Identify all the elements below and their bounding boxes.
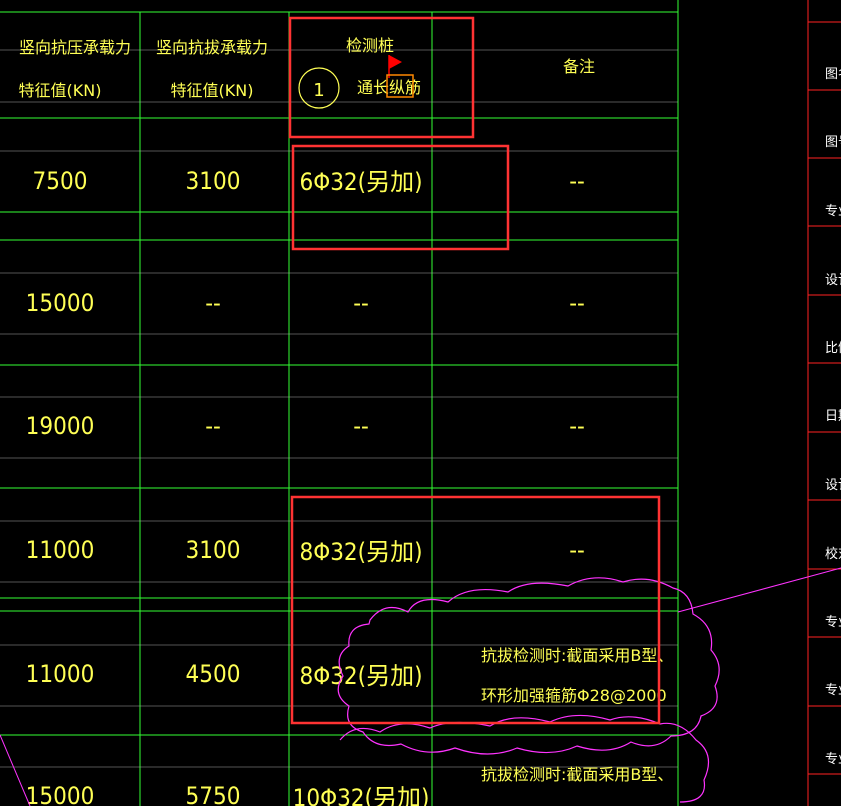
title-block-label: 比例 [825, 341, 841, 356]
table-row: 15000 5750 10Φ32(另加) [26, 782, 430, 806]
table-inner-lines [0, 49, 678, 768]
cloud-notes: 抗拔检测时:截面采用B型、 环形加强箍筋Φ28@2000 抗拔检测时:截面采用B… [481, 646, 673, 784]
header-col1-line2: 特征值(KN) [19, 81, 102, 100]
title-block-label: 专业 [825, 615, 841, 630]
header-col2-line2: 特征值(KN) [171, 81, 254, 100]
markup-rect-rows4-5 [290, 495, 661, 725]
table-grid [0, 0, 679, 806]
title-block-label: 专业 [825, 683, 841, 698]
cell-rebar: -- [353, 289, 369, 317]
cell-compress: 11000 [26, 536, 95, 564]
markup-rect-row1 [291, 144, 510, 251]
flag-marker-icon[interactable] [386, 55, 414, 98]
cell-remark: -- [569, 536, 585, 564]
header-remark: 备注 [563, 57, 595, 76]
title-block-label: 日期 [825, 409, 841, 424]
title-block-label: 校对 [825, 546, 841, 562]
table-header: 竖向抗压承载力 特征值(KN) 竖向抗拔承载力 特征值(KN) 检测桩 1 通长… [19, 36, 595, 109]
cell-rebar: 10Φ32(另加) [293, 784, 430, 806]
table-rows: 7500 3100 6Φ32(另加) -- 15000 -- -- -- 190… [26, 167, 585, 806]
cell-compress: 15000 [26, 782, 95, 806]
cell-rebar: 8Φ32(另加) [299, 662, 422, 690]
cell-uplift: 3100 [186, 167, 241, 195]
cell-rebar: 8Φ32(另加) [299, 538, 422, 566]
header-col3-line2: 通长纵筋 [357, 78, 421, 97]
cell-compress: 19000 [26, 412, 95, 440]
cloud-note-line: 环形加强箍筋Φ28@2000 [481, 686, 667, 705]
title-block [807, 0, 841, 806]
title-block-label: 专业 [825, 752, 841, 767]
cell-uplift: 4500 [186, 660, 241, 688]
cell-uplift: 5750 [186, 782, 241, 806]
title-block-label: 专业 [825, 204, 841, 219]
cell-rebar: -- [353, 412, 369, 440]
cloud-note-line: 抗拔检测时:截面采用B型、 [481, 646, 673, 665]
leader-line [0, 734, 31, 806]
header-col2-line1: 竖向抗拔承载力 [156, 38, 268, 57]
title-block-label: 图号 [825, 135, 841, 150]
title-block-label: 设计 [825, 273, 841, 288]
cell-uplift: -- [205, 289, 221, 317]
pile-number: 1 [313, 80, 324, 101]
cell-compress: 11000 [26, 660, 95, 688]
table-row: 15000 -- -- -- [26, 289, 585, 317]
cell-remark: -- [569, 412, 585, 440]
cloud-note-line: 抗拔检测时:截面采用B型、 [481, 765, 673, 784]
title-block-label: 图名 [825, 66, 841, 82]
cell-uplift: -- [205, 412, 221, 440]
markup-rect-header [288, 16, 475, 139]
table-row: 19000 -- -- -- [26, 412, 585, 440]
table-row: 11000 3100 8Φ32(另加) -- [26, 536, 585, 566]
cell-compress: 15000 [26, 289, 95, 317]
cell-remark: -- [569, 167, 585, 195]
markup-rectangles[interactable] [288, 16, 661, 725]
title-block-label: 设计 [825, 478, 841, 493]
header-col1-line1: 竖向抗压承载力 [19, 38, 131, 57]
pile-number-circle [298, 67, 340, 109]
cell-rebar: 6Φ32(另加) [299, 168, 422, 196]
table-row: 11000 4500 8Φ32(另加) [26, 660, 423, 690]
title-block-labels: 图名 图号 专业 设计 比例 日期 设计 校对 专业 专业 专业 [825, 66, 841, 767]
cell-remark: -- [569, 289, 585, 317]
cell-compress: 7500 [33, 167, 88, 195]
header-col3-line1: 检测桩 [346, 36, 394, 55]
cell-uplift: 3100 [186, 536, 241, 564]
leader-line [677, 567, 841, 613]
table-row: 7500 3100 6Φ32(另加) -- [33, 167, 585, 196]
